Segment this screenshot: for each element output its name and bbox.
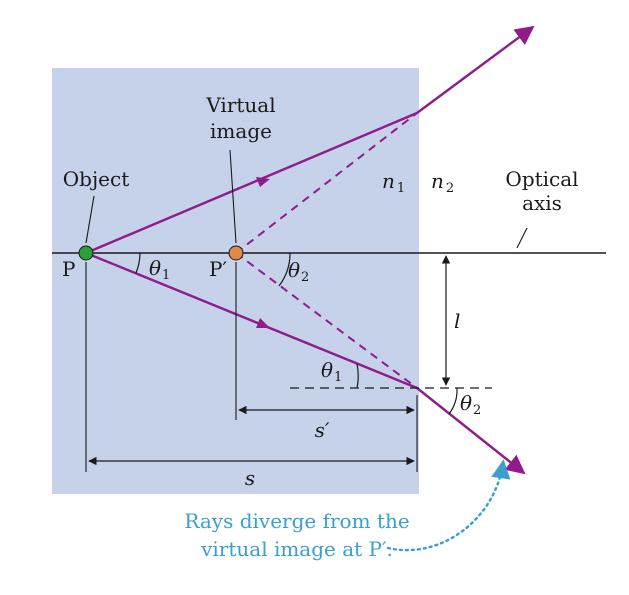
ray-upper-inside	[85, 111, 418, 255]
virtual-image-point	[228, 245, 244, 261]
theta1-object-symbol: θ	[149, 256, 161, 280]
n2-subscript: 2	[446, 181, 454, 196]
optical-axis-leader-line	[516, 227, 528, 249]
theta2-interface-subscript: 2	[473, 403, 481, 418]
note-line1: Rays diverge from the	[184, 509, 409, 533]
theta2-arc-interface	[448, 387, 458, 415]
s-prime-distance-label: s′	[315, 418, 330, 442]
object-leader-line	[85, 195, 95, 244]
s-distance-label: s	[245, 466, 255, 490]
theta1-object-subscript: 1	[162, 268, 170, 283]
virtual-ray-lower	[235, 252, 418, 389]
optical-axis-label-line1: Optical	[505, 167, 578, 191]
theta2-image-label: θ2	[288, 258, 309, 285]
ray-lower-inside	[85, 251, 418, 390]
ray-lower-outside	[416, 387, 526, 475]
theta1-interface-symbol: θ	[321, 358, 333, 382]
note-dotted-arrow	[386, 459, 511, 552]
point-p-prime-label: P′	[209, 257, 227, 281]
n2-letter: n	[431, 169, 444, 193]
point-p-label: P	[62, 257, 75, 281]
object-point	[78, 245, 94, 261]
virtual-image-label-line1: Virtual	[205, 93, 275, 117]
theta1-arc-interface	[356, 363, 359, 389]
object-label: Object	[63, 167, 129, 191]
theta2-interface-label: θ2	[460, 391, 481, 418]
n1-subscript: 1	[397, 181, 405, 196]
ray-lower-direction-arrow	[256, 318, 270, 328]
theta1-arc-object	[135, 252, 141, 274]
theta1-interface-label: θ1	[321, 358, 342, 385]
theta1-interface-subscript: 1	[334, 370, 342, 385]
l-distance-label: l	[454, 309, 460, 333]
note-line2: virtual image at P′.	[200, 537, 393, 561]
ray-upper-outside	[416, 25, 535, 114]
theta1-object-label: θ1	[149, 256, 170, 283]
virtual-image-leader-line	[229, 149, 237, 244]
theta2-arc-image	[278, 252, 291, 287]
ray-upper-direction-arrow	[256, 177, 270, 187]
optical-axis-label-line2: axis	[522, 191, 562, 215]
virtual-image-label-line2: image	[210, 119, 272, 143]
theta2-image-subscript: 2	[301, 270, 309, 285]
theta2-image-symbol: θ	[288, 258, 300, 282]
n1-letter: n	[382, 169, 395, 193]
virtual-ray-upper	[235, 112, 418, 254]
theta2-interface-symbol: θ	[460, 391, 472, 415]
